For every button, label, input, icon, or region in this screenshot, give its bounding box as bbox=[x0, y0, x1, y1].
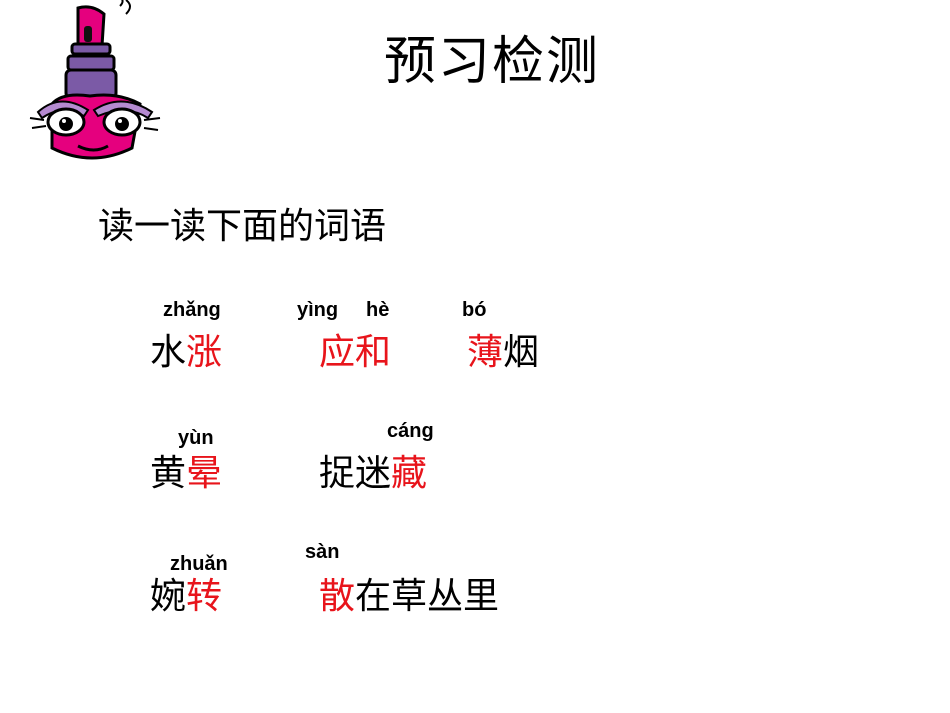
word-char-highlight: 藏 bbox=[391, 453, 428, 494]
vocab-word: 婉转 bbox=[150, 575, 222, 619]
pinyin-label: cáng bbox=[387, 420, 434, 442]
word-char-highlight: 晕 bbox=[186, 453, 223, 494]
word-char-highlight: 散 bbox=[319, 576, 356, 617]
vocab-word: 薄烟 bbox=[467, 331, 539, 375]
pinyin-label: zhuǎn bbox=[170, 553, 228, 575]
vocab-word: 黄晕 bbox=[150, 452, 222, 496]
vocab-word: 水涨 bbox=[150, 331, 222, 375]
instruction-text: 读一读下面的词语 bbox=[98, 206, 387, 247]
pinyin-label: yùn bbox=[178, 427, 214, 449]
word-char-highlight: 应和 bbox=[319, 332, 392, 373]
word-char: 捉迷 bbox=[319, 453, 392, 494]
vocab-word: 捉迷藏 bbox=[319, 452, 427, 496]
word-char: 在草丛里 bbox=[355, 576, 500, 617]
pinyin-label: hè bbox=[366, 299, 390, 321]
vocab-word: 散在草丛里 bbox=[319, 575, 499, 619]
word-char-highlight: 转 bbox=[186, 576, 223, 617]
word-char: 黄 bbox=[150, 453, 187, 494]
pinyin-label: bó bbox=[462, 299, 487, 321]
lipstick-character-icon bbox=[29, 0, 161, 160]
word-char-highlight: 薄 bbox=[467, 332, 504, 373]
word-char: 婉 bbox=[150, 576, 187, 617]
pinyin-label: zhǎng bbox=[163, 299, 221, 321]
pinyin-label: yìng bbox=[297, 299, 339, 321]
word-char: 水 bbox=[150, 332, 187, 373]
word-char: 烟 bbox=[503, 332, 540, 373]
pinyin-label: sàn bbox=[305, 541, 340, 563]
vocab-word: 应和 bbox=[319, 331, 391, 375]
word-char-highlight: 涨 bbox=[186, 332, 223, 373]
page-title: 预习检测 bbox=[384, 32, 601, 92]
